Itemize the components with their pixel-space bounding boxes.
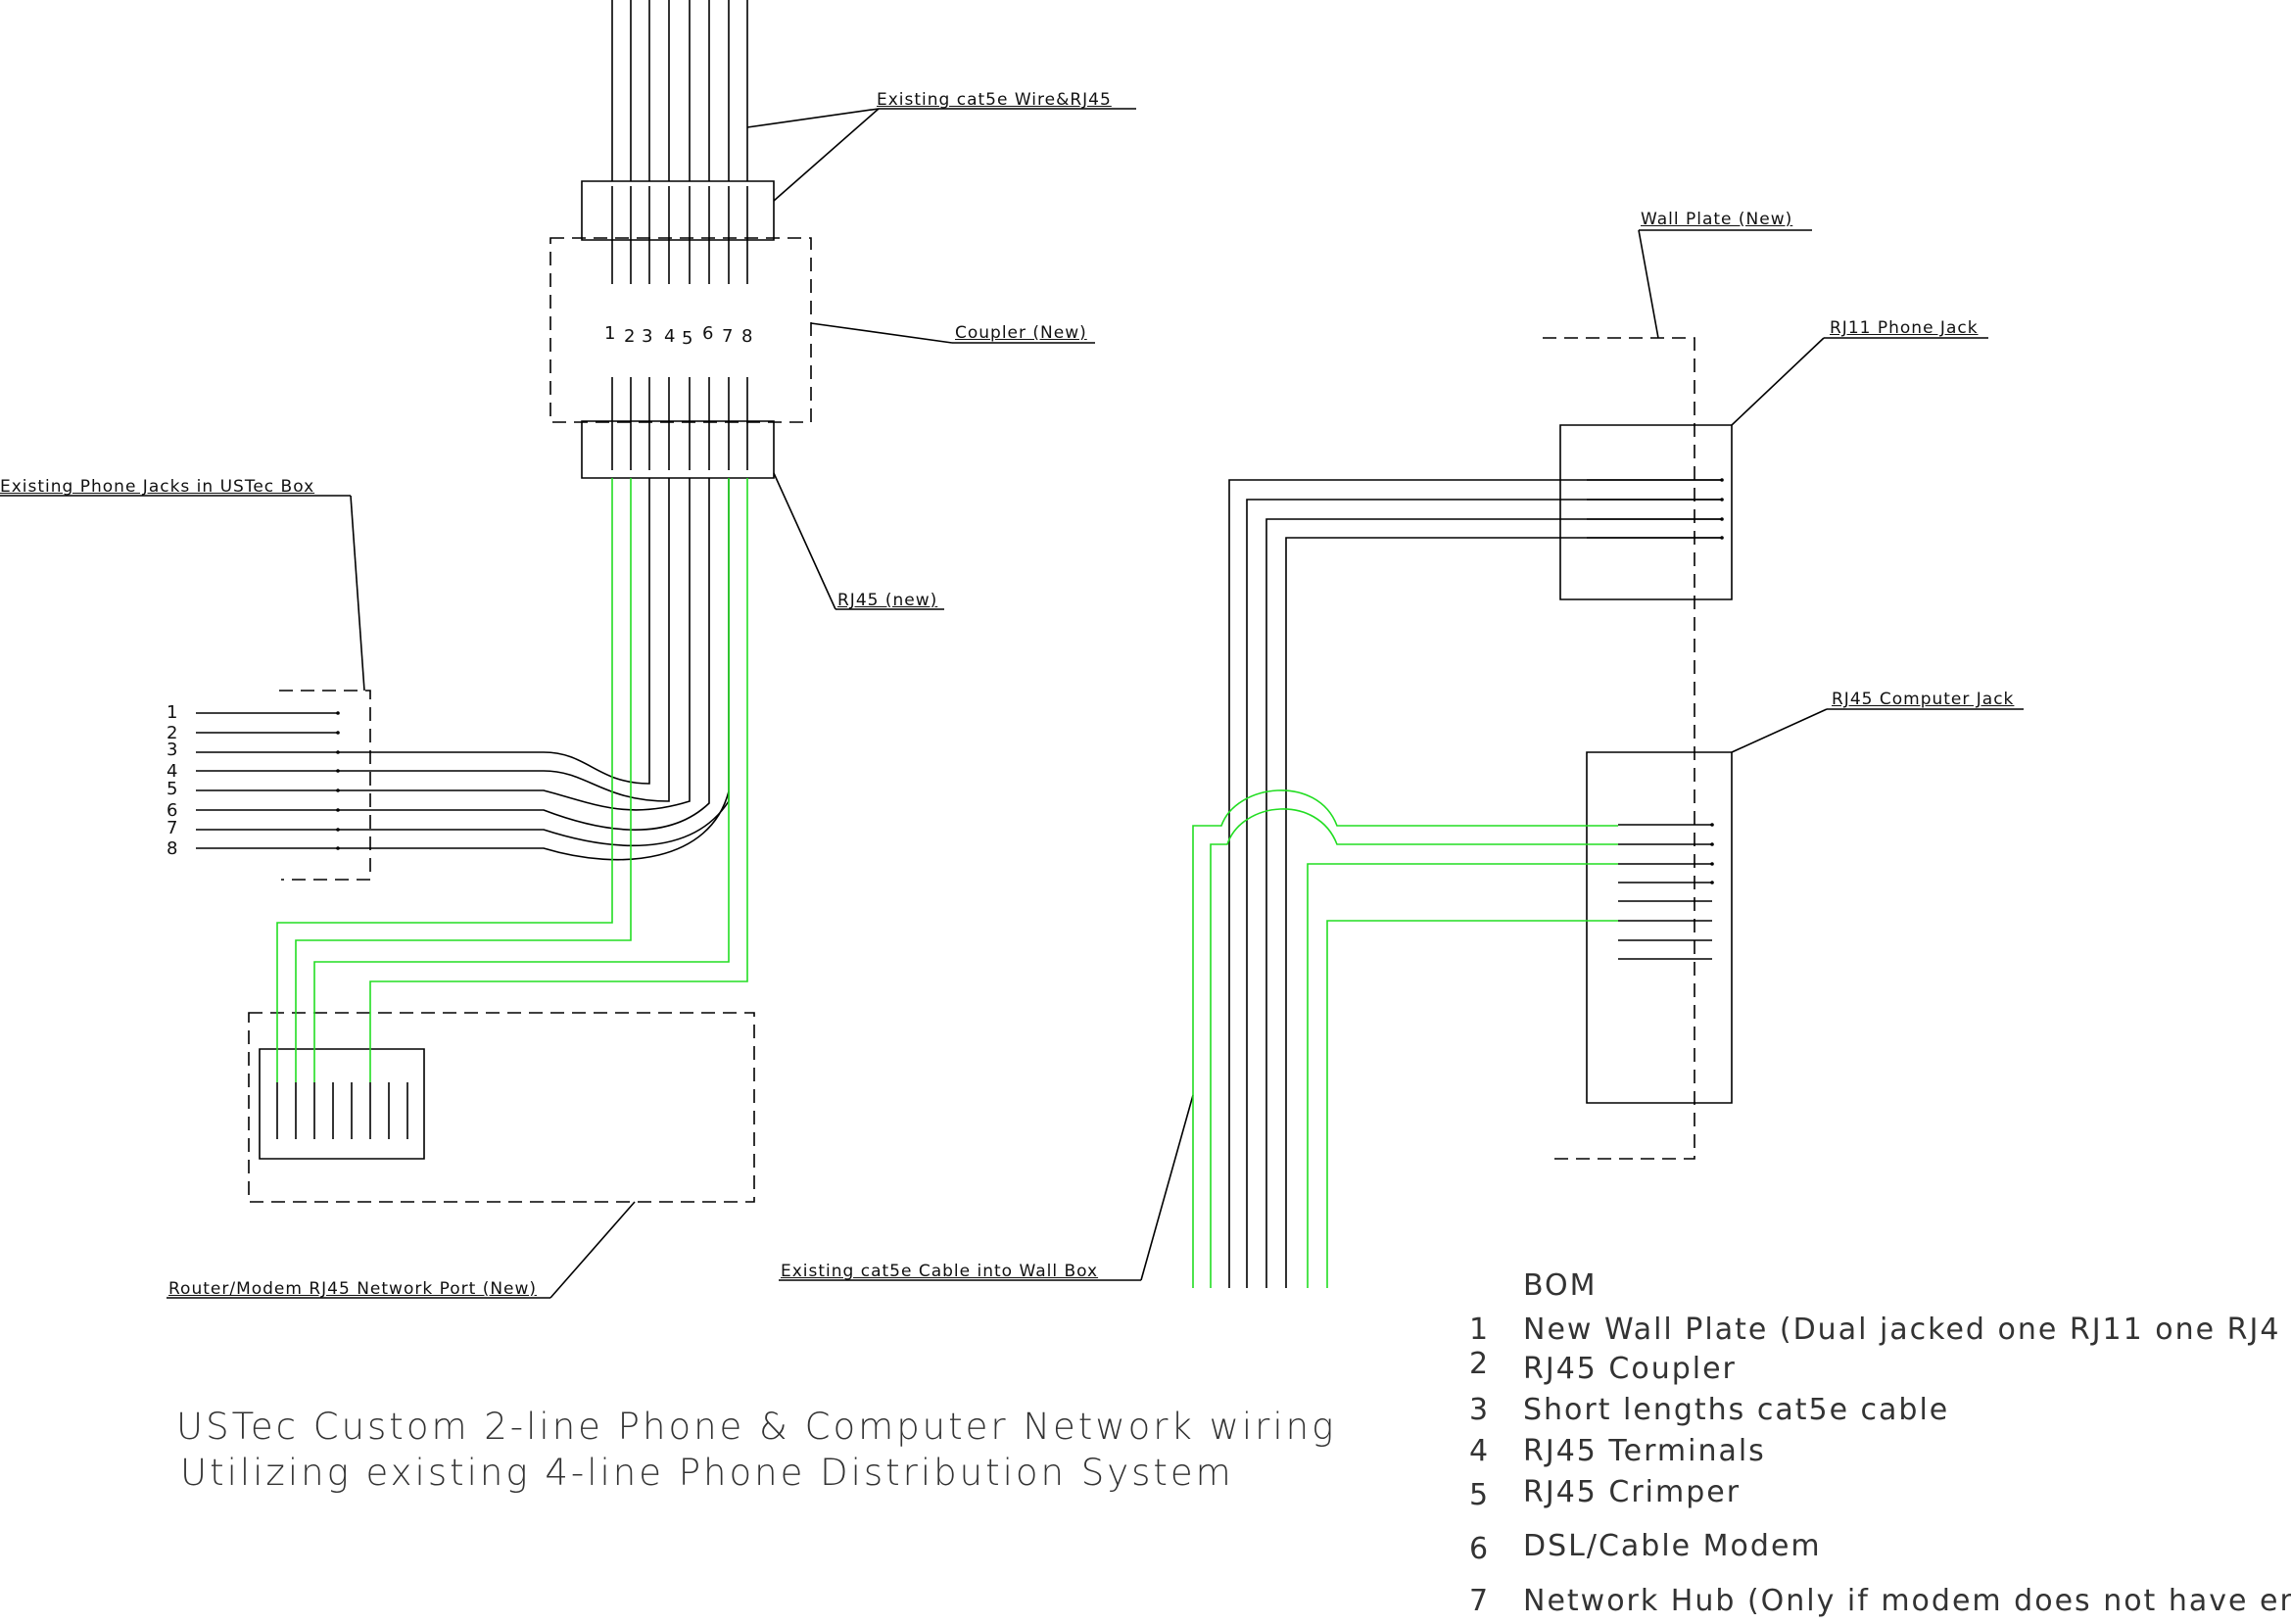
rj11-pins <box>1587 480 1722 538</box>
coupler-pin-4: 4 <box>664 326 676 347</box>
label-rj45-computer-jack: RJ45 Computer Jack <box>1832 690 2015 709</box>
top-plug-pins <box>612 186 747 284</box>
bom-num-6: 6 <box>1469 1532 1491 1566</box>
bom-item-3: Short lengths cat5e cable <box>1523 1393 1950 1427</box>
black-curved-wires <box>338 478 729 860</box>
label-wall-plate: Wall Plate (New) <box>1641 210 1793 229</box>
leader-coupler <box>811 323 1095 343</box>
coupler-pin-6: 6 <box>702 323 714 344</box>
phone-pin-1: 1 <box>167 702 178 723</box>
phone-pin-8: 8 <box>167 838 178 859</box>
coupler-pin-7: 7 <box>722 326 734 347</box>
label-coupler: Coupler (New) <box>955 323 1087 343</box>
existing-cat5e-wires <box>612 0 747 181</box>
rj45-new-plug <box>582 421 774 478</box>
rj45-computer-jack-box <box>1587 752 1732 1103</box>
bom-num-2: 2 <box>1469 1347 1491 1381</box>
label-existing-cable-wallbox: Existing cat5e Cable into Wall Box <box>781 1262 1099 1281</box>
phone-jacks-outline <box>279 691 370 880</box>
bom-num-5: 5 <box>1469 1478 1491 1512</box>
leader-wall-plate <box>1639 230 1812 338</box>
label-existing-phone-jacks: Existing Phone Jacks in USTec Box <box>0 477 315 497</box>
wall-plate-outline <box>1543 338 1694 1159</box>
coupler-lower-pins <box>612 377 747 470</box>
phone-pin-2: 2 <box>167 723 178 743</box>
diagram-title-line1: USTec Custom 2-line Phone & Computer Net… <box>176 1406 1337 1448</box>
diagram-title-line2: Utilizing existing 4-line Phone Distribu… <box>180 1452 1234 1494</box>
coupler-pin-2: 2 <box>624 326 636 347</box>
bom-num-3: 3 <box>1469 1393 1491 1427</box>
rj45-computer-pins <box>1618 825 1712 959</box>
label-router-port: Router/Modem RJ45 Network Port (New) <box>168 1279 538 1299</box>
router-port-pins <box>277 1082 407 1139</box>
leader-rj11 <box>1732 338 1988 425</box>
phone-pin-7: 7 <box>167 818 178 838</box>
bom-item-4: RJ45 Terminals <box>1523 1434 1766 1468</box>
leader-rj45-new <box>774 473 944 609</box>
bom-item-2: RJ45 Coupler <box>1523 1352 1737 1386</box>
black-phone-wires <box>1229 480 1722 1288</box>
coupler-pin-1: 1 <box>604 323 616 344</box>
phone-pin-4: 4 <box>167 761 178 782</box>
coupler-outline <box>550 238 811 422</box>
existing-rj45-plug <box>582 181 774 240</box>
bom-item-5: RJ45 Crimper <box>1523 1475 1742 1509</box>
bom-item-7: Network Hub (Only if modem does not have… <box>1523 1584 2291 1618</box>
coupler-pin-8: 8 <box>741 326 753 347</box>
phone-pin-3: 3 <box>167 740 178 760</box>
leader-phone-jacks <box>0 496 364 691</box>
bom-num-4: 4 <box>1469 1434 1491 1468</box>
phone-pin-5: 5 <box>167 779 178 799</box>
leader-rj45-computer <box>1732 709 2024 752</box>
coupler-pin-3: 3 <box>642 326 653 347</box>
leader-existing-cable <box>779 1095 1193 1280</box>
router-port-outline <box>249 1013 754 1202</box>
wire-terminals <box>336 478 1724 884</box>
green-wires <box>277 478 1618 1288</box>
leader-existing-cat5e <box>747 109 1136 201</box>
bom-num-1: 1 <box>1469 1313 1491 1347</box>
router-rj45-port <box>260 1049 424 1159</box>
rj11-jack-box <box>1560 425 1732 599</box>
coupler-pin-5: 5 <box>682 328 693 349</box>
bom-item-6: DSL/Cable Modem <box>1523 1529 1822 1563</box>
bom-heading: BOM <box>1523 1268 1598 1303</box>
label-existing-cat5e-wire: Existing cat5e Wire&RJ45 <box>877 90 1112 110</box>
phone-pin-6: 6 <box>167 800 178 821</box>
bom-num-7: 7 <box>1469 1584 1491 1618</box>
label-rj45-new: RJ45 (new) <box>837 591 938 610</box>
label-rj11-jack: RJ11 Phone Jack <box>1830 318 1979 338</box>
leader-router-port <box>167 1202 635 1298</box>
bom-item-1: New Wall Plate (Dual jacked one RJ11 one… <box>1523 1313 2281 1347</box>
phone-jack-lines <box>196 713 338 848</box>
